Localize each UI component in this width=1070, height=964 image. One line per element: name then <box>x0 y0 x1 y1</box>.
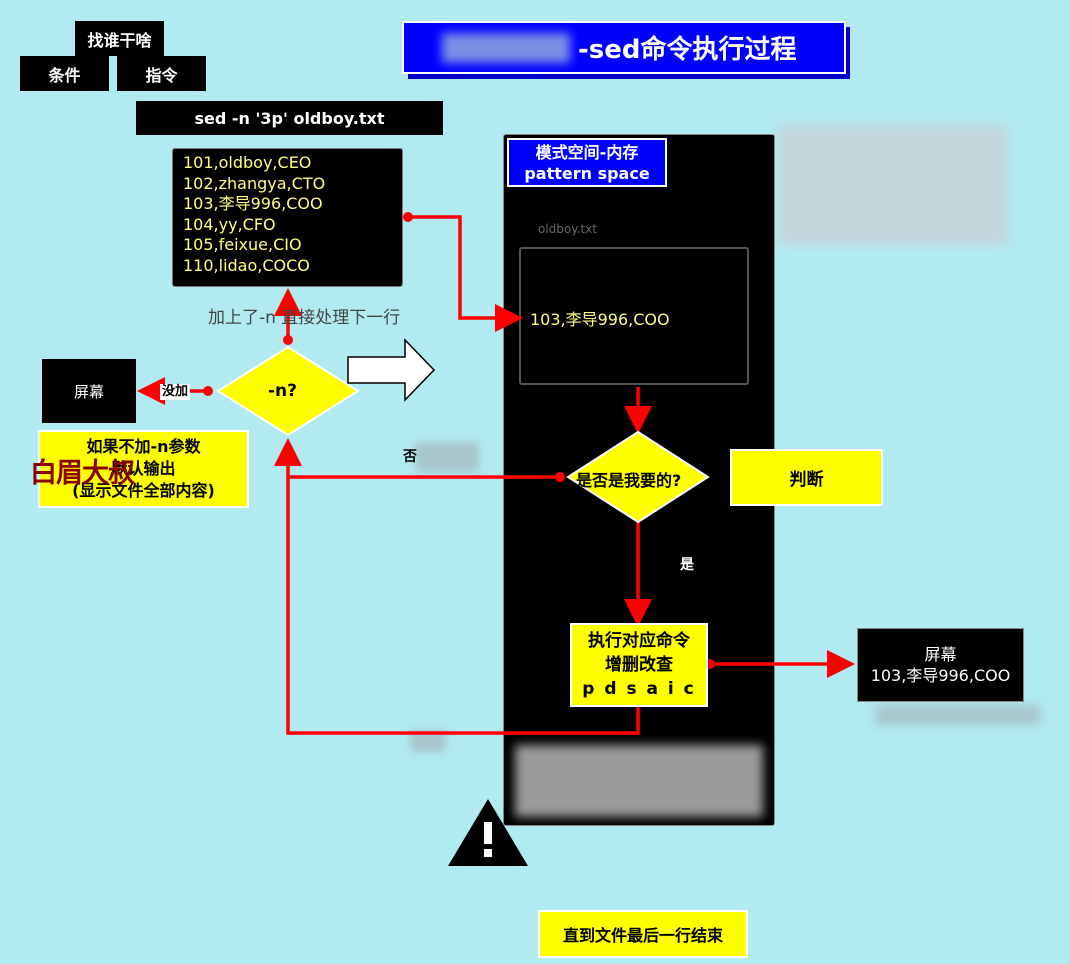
command-label: sed -n '3p' oldboy.txt <box>136 101 443 135</box>
pattern-space-content: 103,李导996,COO <box>530 310 670 329</box>
blurred-patch <box>415 442 479 472</box>
screen-left-text: 屏幕 <box>73 382 104 401</box>
judge-label-text: 判断 <box>789 470 824 490</box>
condition-label-text: 条件 <box>48 65 81 85</box>
connector-dot <box>283 335 293 345</box>
no-label: 否 <box>403 449 417 465</box>
file-line: 104,yy,CFO <box>183 214 276 234</box>
file-line: 105,feixue,CIO <box>183 235 302 254</box>
yes-label: 是 <box>680 557 694 573</box>
exec-line-2: 增删改查 <box>605 655 673 675</box>
title-text: -sed命令执行过程 <box>578 35 797 65</box>
exec-line-3: p d s a i c <box>582 679 696 699</box>
note-line-2: 默认输出 <box>111 459 176 478</box>
n-decision-label: -n? <box>268 381 298 401</box>
screen-right-line-2: 103,李导996,COO <box>870 666 1011 685</box>
end-label: 直到文件最后一行结束 <box>538 910 748 958</box>
note-line-1: 如果不加-n参数 <box>86 437 201 456</box>
hollow-right-arrow <box>347 338 436 402</box>
file-line: 102,zhangya,CTO <box>183 173 326 193</box>
file-name-caption: oldboy.txt <box>538 222 597 236</box>
main-decision-diamond <box>566 430 710 524</box>
screen-left-box: 屏幕 <box>42 359 136 423</box>
screen-right-box: 屏幕 103,李导996,COO <box>857 628 1024 702</box>
no-add-label: 没加 <box>160 384 191 400</box>
blurred-logo <box>515 745 763 817</box>
instruction-label: 指令 <box>117 56 206 91</box>
connector-dot <box>203 386 213 396</box>
condition-label: 条件 <box>20 56 109 91</box>
note-line-3: (显示文件全部内容) <box>72 481 215 500</box>
title-blurred-prefix <box>442 32 570 63</box>
connector-dot <box>555 472 565 482</box>
default-output-note: 如果不加-n参数 默认输出 (显示文件全部内容) <box>38 430 249 508</box>
arrow-no-loop <box>274 438 560 479</box>
who-does-what-label: 找谁干啥 <box>75 21 164 56</box>
pattern-space-label-en: pattern space <box>524 164 650 183</box>
blurred-patch <box>778 125 1008 245</box>
command-text: sed -n '3p' oldboy.txt <box>194 108 385 128</box>
end-label-text: 直到文件最后一行结束 <box>562 926 723 945</box>
instruction-label-text: 指令 <box>145 65 178 85</box>
title-banner: -sed命令执行过程 <box>402 21 846 74</box>
screen-right-line-1: 屏幕 <box>924 645 957 664</box>
arrow-file-to-pattern <box>408 215 523 332</box>
judge-label: 判断 <box>730 449 883 506</box>
decision-label: 是否是我要的? <box>576 471 682 490</box>
file-line: 101,oldboy,CEO <box>183 153 312 172</box>
watermark-text: 白眉大叔 <box>30 458 135 489</box>
file-line: 110,lidao,COCO <box>183 255 310 275</box>
blurred-patch <box>875 705 1040 725</box>
who-label-text: 找谁干啥 <box>87 30 152 50</box>
exec-command-box: 执行对应命令 增删改查 p d s a i c <box>570 623 708 707</box>
pattern-space-label-cn: 模式空间-内存 <box>535 143 639 162</box>
exec-line-1: 执行对应命令 <box>588 631 690 651</box>
arrow-exec-loop <box>286 477 640 735</box>
n-decision-diamond <box>216 345 360 437</box>
connector-dot <box>403 212 413 222</box>
file-line: 103,李导996,COO <box>183 194 323 213</box>
file-content-box: 101,oldboy,CEO 102,zhangya,CTO 103,李导996… <box>172 148 403 287</box>
n-note: 加上了-n 直接处理下一行 <box>208 308 401 328</box>
blurred-patch <box>410 730 446 752</box>
pattern-space-label: 模式空间-内存 pattern space <box>507 138 667 187</box>
